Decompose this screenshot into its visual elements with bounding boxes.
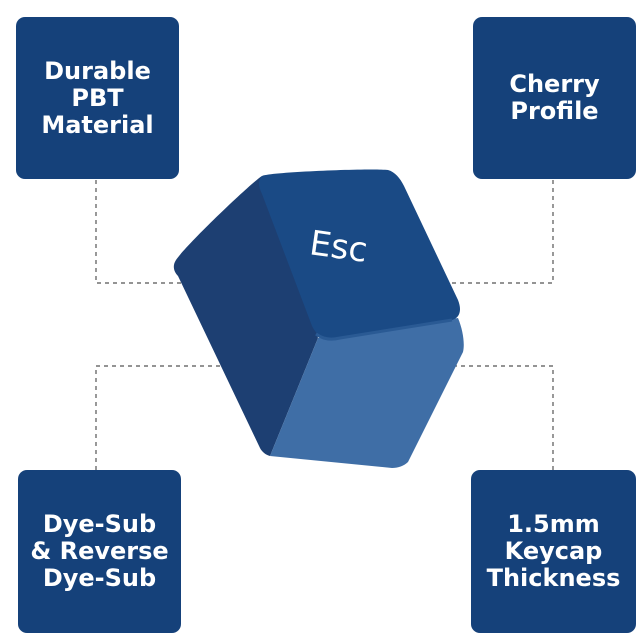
keycap-legend: Esc <box>307 223 370 271</box>
feature-text-line: & Reverse <box>30 537 169 565</box>
feature-text-line: PBT <box>71 83 124 112</box>
feature-text-line: Material <box>41 110 154 139</box>
feature-box-thickness: 1.5mm Keycap Thickness <box>471 470 636 633</box>
feature-text-line: Dye-Sub <box>42 510 157 538</box>
keycap-top-face <box>259 169 460 339</box>
keycap-front-face <box>270 318 464 468</box>
feature-text-line: Profile <box>510 97 599 125</box>
feature-box-dye-sub: Dye-Sub & Reverse Dye-Sub <box>18 470 181 633</box>
feature-text-line: Dye-Sub <box>42 564 157 592</box>
connector-bottom-right <box>420 365 554 470</box>
connector-top-right <box>420 180 554 284</box>
feature-text-line: 1.5mm <box>507 510 600 538</box>
feature-text-line: Durable <box>44 56 151 85</box>
feature-text-line: Cherry <box>509 70 600 98</box>
feature-text-line: Thickness <box>486 564 621 592</box>
feature-box-cherry-profile: Cherry Profile <box>473 17 636 179</box>
keycap-edge-highlight <box>315 318 453 341</box>
connector-bottom-left <box>95 365 230 470</box>
feature-box-durable-pbt: Durable PBT Material <box>16 17 179 179</box>
feature-text-line: Keycap <box>504 537 603 565</box>
